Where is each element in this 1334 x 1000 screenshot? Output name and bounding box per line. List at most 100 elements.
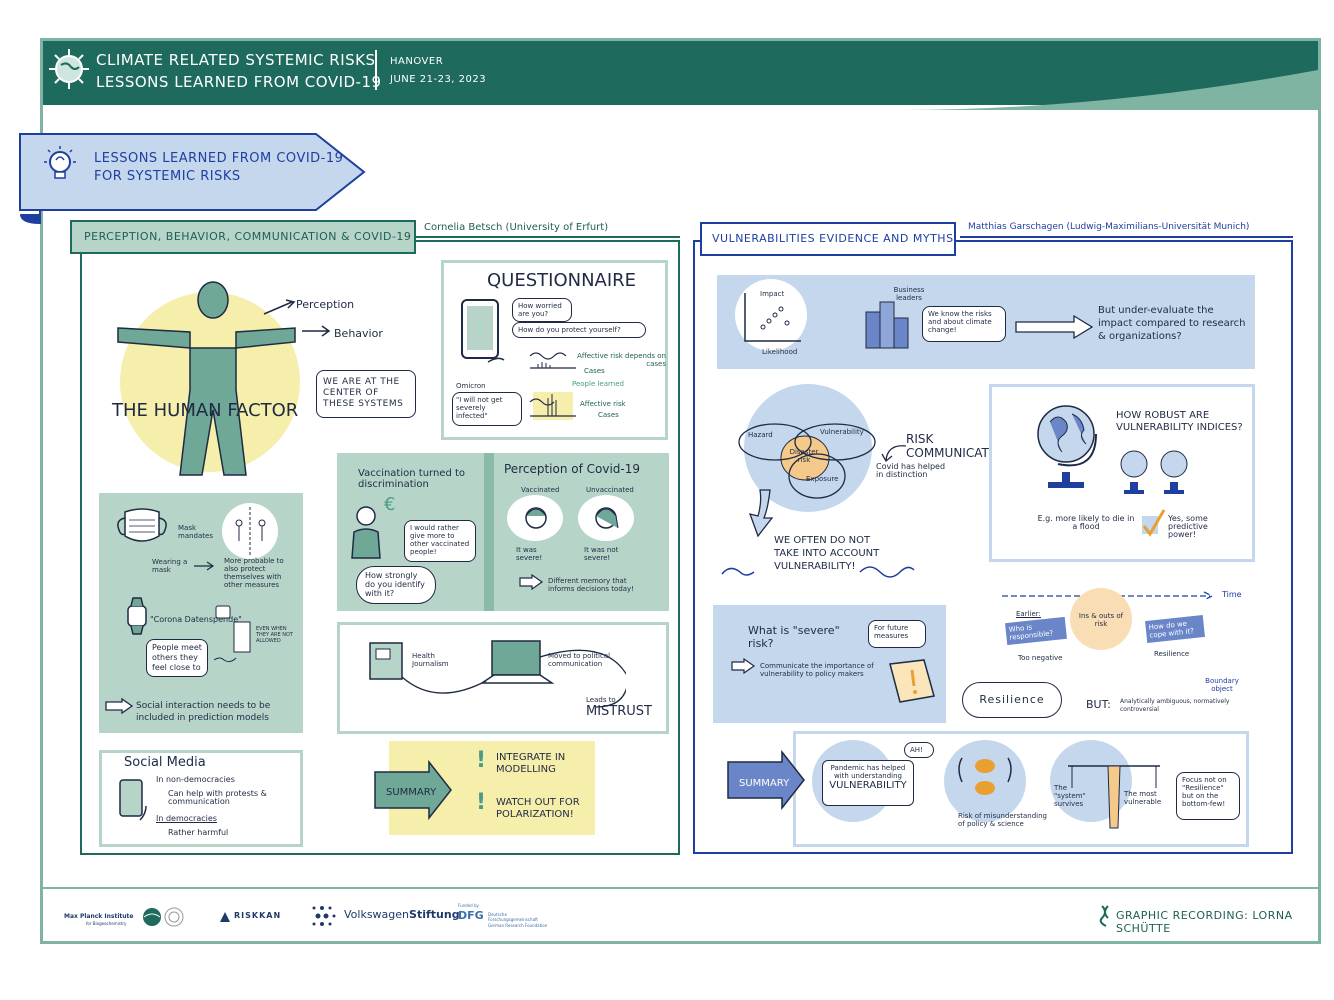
robust-label: How robust are vulnerability indices? bbox=[1116, 410, 1243, 433]
mistrust-label: Mistrust bbox=[586, 704, 652, 719]
business-label: Business leaders bbox=[893, 286, 925, 302]
most-vuln-label: The most vulnerable bbox=[1124, 790, 1162, 806]
vaccination-divider bbox=[484, 453, 494, 611]
header-date: June 21-23, 2023 bbox=[390, 74, 487, 85]
arrow-under bbox=[1015, 314, 1094, 340]
perception-label: Perception bbox=[296, 298, 355, 311]
cases-label-1: Cases bbox=[584, 367, 605, 375]
people-distance-icon bbox=[235, 507, 266, 555]
arrow-wearing bbox=[194, 561, 215, 571]
venn-diagram-icon bbox=[738, 423, 876, 499]
header-curve bbox=[900, 70, 1318, 110]
riskkan-label: RISKKAN bbox=[234, 911, 282, 920]
arrow-social bbox=[105, 697, 134, 715]
right-panel bbox=[693, 240, 1293, 854]
exclaim-icon-1: ! bbox=[476, 748, 487, 773]
euro-symbol: € bbox=[384, 494, 396, 515]
small-globes-icon bbox=[1120, 450, 1188, 494]
vuln-label: Vulnerability bbox=[829, 780, 907, 791]
social-label: Social interaction needs to be included … bbox=[136, 701, 271, 723]
wave-icon bbox=[721, 566, 915, 578]
time-label: Time bbox=[1222, 590, 1242, 599]
face-vaccinated-icon bbox=[525, 507, 547, 529]
q2-bubble: How do you protect yourself? bbox=[512, 322, 646, 338]
severe-label: It was severe! bbox=[516, 546, 543, 562]
vw-dots-icon bbox=[312, 906, 336, 926]
dfg-label: DFG bbox=[458, 909, 484, 922]
faces-speech-icon bbox=[958, 757, 1012, 795]
affective-label-1: Affective risk depends on cases bbox=[577, 352, 666, 368]
right-speaker: Matthias Garschagen (Ludwig-Maximilians-… bbox=[968, 222, 1250, 232]
robust-box bbox=[989, 384, 1255, 562]
center-bubble: We are at the center of these systems bbox=[316, 370, 416, 418]
severe-question: What is "severe" risk? bbox=[748, 624, 840, 650]
people-learned-label: People learned bbox=[572, 380, 624, 388]
mpi-logo-icon bbox=[143, 907, 184, 927]
human-figure-icon bbox=[117, 281, 296, 476]
header-title-line2: Lessons Learned from Covid-19 bbox=[96, 73, 382, 91]
vw-label-1: Volkswagen bbox=[344, 908, 410, 921]
harmful-label: Rather harmful bbox=[168, 828, 229, 837]
aha-bubble: AH! bbox=[904, 742, 934, 758]
header-bar bbox=[43, 41, 1318, 105]
vaccinated-label: Vaccinated bbox=[521, 486, 560, 494]
eg-label: E.g. more likely to die in a flood bbox=[1037, 514, 1135, 531]
ins-outs-label: Ins & outs of risk bbox=[1078, 612, 1124, 628]
cases-label-2: Cases bbox=[598, 411, 619, 419]
smartwatch-icon bbox=[127, 597, 147, 635]
boundary-label: Boundary object bbox=[1205, 677, 1239, 693]
focus-bubble: Focus not on "Resilience" but on the bot… bbox=[1176, 772, 1240, 820]
banner-line2: for Systemic Risks bbox=[94, 169, 241, 184]
arrow-behavior bbox=[302, 325, 331, 337]
right-speaker-underline bbox=[960, 236, 1293, 238]
face-unvaccinated-icon bbox=[595, 507, 619, 529]
perception-covid-title: Perception of Covid-19 bbox=[504, 462, 641, 476]
omicron-quote-bubble: "I will not get severely infected" bbox=[452, 392, 522, 426]
credit-label: Graphic Recording: Lorna Schütte bbox=[1116, 909, 1293, 935]
vw-label-2: Stiftung bbox=[409, 908, 460, 921]
earlier-label: Earlier: bbox=[1016, 610, 1041, 618]
vaccination-quote-bubble: I would rather give more to other vaccin… bbox=[404, 520, 476, 562]
vulnerability-label: Vulnerability bbox=[820, 428, 864, 436]
left-speaker: Cornelia Betsch (University of Erfurt) bbox=[424, 222, 609, 233]
unvaccinated-label: Unvaccinated bbox=[586, 486, 634, 494]
poster-frame bbox=[40, 38, 1321, 944]
right-panel-title: Vulnerabilities Evidence and Myths bbox=[700, 222, 956, 256]
social-media-title: Social Media bbox=[124, 755, 206, 770]
header-title-line1: Climate Related Systemic Risks bbox=[96, 51, 376, 69]
social-media-box bbox=[99, 750, 303, 847]
vaccination-title: Vaccination turned to discrimination bbox=[358, 468, 466, 490]
memory-label: Different memory that informs decisions … bbox=[548, 577, 635, 593]
footer-divider bbox=[43, 887, 1318, 889]
covid-helped-label: Covid has helped in distinction bbox=[876, 462, 946, 479]
help-label: Can help with protests & communication bbox=[168, 789, 267, 806]
affective-graph-1 bbox=[529, 352, 576, 369]
pandemic-label: Pandemic has helped with understanding bbox=[830, 764, 906, 780]
dfg-small-label: Funded by bbox=[458, 903, 479, 908]
mask-mandates-label: Mask mandates bbox=[178, 524, 213, 540]
header-location: Hanover bbox=[390, 56, 444, 67]
often-label: We often do not take into account vulner… bbox=[774, 535, 880, 572]
even-when-label: Even when they are not allowed bbox=[256, 626, 293, 644]
system-label: The "system" survives bbox=[1054, 784, 1086, 808]
pandemic-bubble: Pandemic has helped with understanding V… bbox=[822, 760, 914, 806]
header-divider bbox=[375, 50, 377, 90]
left-panel-title: Perception, Behavior, Communication & Co… bbox=[70, 220, 416, 254]
check-icon bbox=[1142, 509, 1166, 537]
banner-arrow bbox=[19, 133, 366, 224]
dfg-sub-label: Deutsche Forschungsgemeinschaft bbox=[488, 912, 538, 922]
corona-label: "Corona Datenspende" bbox=[150, 615, 242, 624]
human-factor-label: The Human Factor bbox=[112, 400, 299, 421]
moved-label: Moved to political communication bbox=[548, 652, 611, 668]
wearing-label: Wearing a mask bbox=[152, 558, 188, 574]
too-negative-label: Too negative bbox=[1018, 654, 1063, 662]
lightbulb-icon bbox=[44, 146, 76, 179]
behavior-label: Behavior bbox=[334, 327, 383, 340]
highlight-yellow bbox=[533, 392, 573, 420]
misunder-label: Risk of misunderstanding of policy & sci… bbox=[958, 812, 1048, 828]
communicate-label: Communicate the importance of vulnerabil… bbox=[760, 662, 874, 678]
under-label: But under-evaluate the impact compared t… bbox=[1098, 305, 1246, 342]
affective-graph-2 bbox=[529, 394, 576, 417]
summary-arrow-left bbox=[374, 760, 452, 820]
banner-line1: Lessons Learned from Covid-19 bbox=[94, 151, 344, 166]
